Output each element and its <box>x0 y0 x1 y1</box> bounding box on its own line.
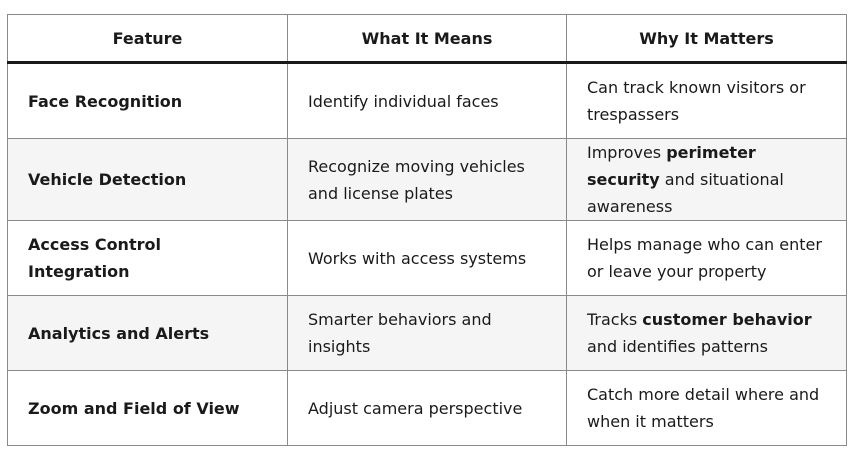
emphasis-text: perimeter security <box>587 143 756 189</box>
feature-cell: Vehicle Detection <box>7 138 288 221</box>
table-row: Vehicle Detection Recognize moving vehic… <box>7 138 847 221</box>
table-row: Access Control Integration Works with ac… <box>7 220 847 296</box>
header-what-it-means: What It Means <box>287 14 567 64</box>
feature-cell: Face Recognition <box>7 62 288 139</box>
table-row: Analytics and Alerts Smarter behaviors a… <box>7 295 847 371</box>
feature-table: Feature What It Means Why It Matters Fac… <box>7 14 847 446</box>
means-cell: Recognize moving vehicles and license pl… <box>287 138 567 221</box>
matters-cell: Improves perimeter security and situatio… <box>566 138 847 221</box>
table-row: Face Recognition Identify individual fac… <box>7 62 847 139</box>
emphasis-text: customer behavior <box>642 310 812 329</box>
means-cell: Smarter behaviors and insights <box>287 295 567 371</box>
matters-cell: Can track known visitors or trespassers <box>566 62 847 139</box>
header-feature: Feature <box>7 14 288 64</box>
matters-cell: Helps manage who can enter or leave your… <box>566 220 847 296</box>
means-cell: Works with access systems <box>287 220 567 296</box>
table-row: Zoom and Field of View Adjust camera per… <box>7 370 847 446</box>
header-why-it-matters: Why It Matters <box>566 14 847 64</box>
feature-cell: Zoom and Field of View <box>7 370 288 446</box>
header-row: Feature What It Means Why It Matters <box>7 14 847 64</box>
matters-cell: Catch more detail where and when it matt… <box>566 370 847 446</box>
table-header: Feature What It Means Why It Matters <box>7 14 847 64</box>
table-container: Feature What It Means Why It Matters Fac… <box>7 14 847 446</box>
feature-cell: Access Control Integration <box>7 220 288 296</box>
means-cell: Identify individual faces <box>287 62 567 139</box>
feature-cell: Analytics and Alerts <box>7 295 288 371</box>
matters-cell: Tracks customer behavior and identifies … <box>566 295 847 371</box>
means-cell: Adjust camera perspective <box>287 370 567 446</box>
table-body: Face Recognition Identify individual fac… <box>7 62 847 446</box>
